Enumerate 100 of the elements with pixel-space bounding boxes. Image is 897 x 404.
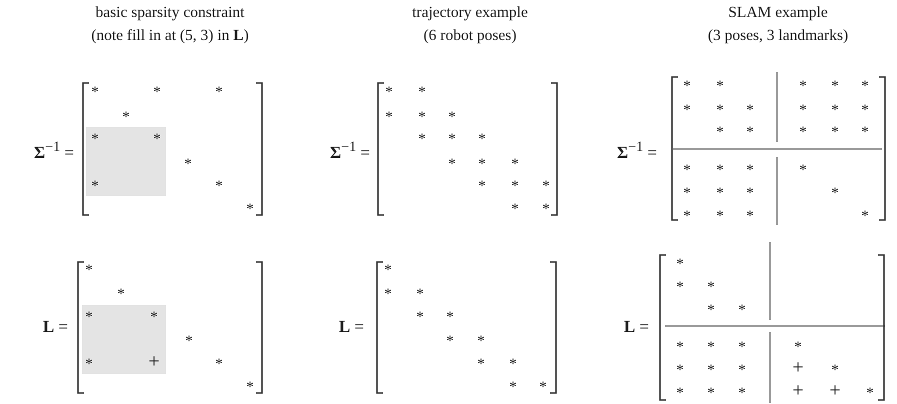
matrix-entry: * — [91, 86, 99, 100]
matrix-entry: * — [478, 158, 486, 172]
matrix-entry: * — [831, 80, 839, 94]
matrix-entry: * — [746, 126, 754, 140]
matrix-entry: * — [683, 164, 691, 178]
matrix-entry: * — [676, 364, 684, 378]
matrix-entry: * — [831, 126, 839, 140]
matrix-entry: * — [416, 310, 424, 326]
matrix-entry: * — [707, 386, 715, 402]
matrix-entry: * — [509, 380, 517, 396]
matrix-entry: * — [478, 132, 486, 148]
matrix-entry: * — [799, 164, 807, 178]
matrix-entry: * — [418, 110, 426, 126]
matrix-entry: * — [683, 104, 691, 118]
matrix-entry: * — [738, 304, 746, 318]
matrix-entry: * — [215, 358, 223, 372]
matrix-entry: * — [831, 364, 839, 378]
panel-note: (3 poses, 3 landmarks) — [706, 26, 850, 46]
matrix-equation-label: L = — [338, 317, 364, 337]
matrix-entry: * — [542, 180, 550, 194]
matrix-entry: * — [117, 288, 125, 302]
matrix-entry: + — [792, 360, 804, 376]
matrix-entry: * — [184, 158, 192, 172]
matrix-equation-label: Σ$^{−1}$ = — [616, 138, 657, 163]
matrix-entry: * — [683, 80, 691, 94]
matrix-entry: * — [861, 104, 869, 118]
matrix-entry: + — [148, 354, 160, 370]
matrix-equation-label: L = — [42, 317, 68, 337]
matrix-entry: * — [707, 304, 715, 318]
matrix-entry: * — [716, 104, 724, 118]
matrix-entry: * — [448, 158, 456, 172]
matrix-entry: * — [385, 86, 393, 100]
matrix-entry: * — [478, 180, 486, 194]
matrix-entry: * — [418, 132, 426, 148]
matrix-entry: * — [418, 86, 426, 100]
matrix-entry: * — [511, 180, 519, 194]
matrix-entry: * — [511, 202, 519, 218]
matrix-entry: * — [707, 280, 715, 296]
matrix-entry: * — [799, 126, 807, 140]
panel-heading: basic sparsity constraint — [94, 3, 246, 23]
panel-heading: trajectory example — [411, 3, 529, 23]
matrix-equation-label: L = — [624, 317, 649, 337]
matrix-entry: * — [85, 264, 93, 278]
matrix-entry: * — [416, 288, 424, 302]
matrix-entry: * — [91, 132, 99, 148]
matrix-entry: * — [716, 186, 724, 202]
matrix-entry: * — [799, 104, 807, 118]
matrix-equation-label: Σ$^{−1}$ = — [34, 138, 74, 163]
matrix-entry: * — [511, 158, 519, 172]
panel-heading: SLAM example — [727, 3, 829, 23]
panel-note: (6 robot poses) — [422, 26, 518, 46]
matrix-entry: * — [477, 334, 485, 350]
matrix-entry: * — [85, 358, 93, 372]
matrix-entry: * — [215, 180, 223, 194]
matrix-entry: * — [746, 186, 754, 202]
matrix-entry: * — [866, 386, 874, 402]
matrix-entry: * — [542, 202, 550, 218]
matrix-entry: * — [716, 80, 724, 94]
matrix-equation-label: Σ$^{−1}$ = — [330, 138, 370, 163]
matrix-entry: * — [716, 164, 724, 178]
matrix-entry: * — [831, 186, 839, 202]
matrix-entry: * — [85, 310, 93, 326]
matrix-entry: * — [153, 86, 161, 100]
matrix-entry: * — [676, 340, 684, 356]
matrix-entry: * — [122, 110, 130, 126]
matrix-entry: * — [153, 132, 161, 148]
matrix-entry: * — [477, 358, 485, 372]
matrix-entry: * — [861, 126, 869, 140]
matrix-entry: * — [676, 386, 684, 402]
matrix-entry: * — [676, 258, 684, 272]
matrix-entry: * — [448, 110, 456, 126]
matrix-entry: * — [446, 334, 454, 350]
matrix-entry: * — [746, 164, 754, 178]
matrix-entry: * — [746, 210, 754, 224]
matrix-entry: + — [829, 384, 841, 398]
matrix-entry: + — [792, 384, 804, 398]
matrix-entry: * — [384, 288, 392, 302]
matrix-entry: * — [799, 80, 807, 94]
matrix-entry: * — [738, 340, 746, 356]
panel-note: (note fill in at (5, 3) in L) — [90, 26, 250, 46]
matrix-entry: * — [446, 310, 454, 326]
matrix-entry: * — [676, 280, 684, 296]
matrix-entry: * — [794, 340, 802, 356]
matrix-entry: * — [716, 210, 724, 224]
matrix-entry: * — [683, 210, 691, 224]
matrix-entry: * — [861, 210, 869, 224]
matrix-entry: * — [509, 358, 517, 372]
matrix-entry: * — [215, 86, 223, 100]
matrix-entry: * — [384, 264, 392, 278]
matrix-entry: * — [831, 104, 839, 118]
matrix-entry: * — [738, 364, 746, 378]
matrix-entry: * — [716, 126, 724, 140]
matrix-entry: * — [539, 380, 547, 396]
matrix-entry: * — [185, 334, 193, 350]
matrix-entry: * — [738, 386, 746, 402]
matrix-entry: * — [150, 310, 158, 326]
matrix-entry: * — [91, 180, 99, 194]
matrix-entry: * — [746, 104, 754, 118]
matrix-entry: * — [385, 110, 393, 126]
matrix-entry: * — [246, 380, 254, 396]
